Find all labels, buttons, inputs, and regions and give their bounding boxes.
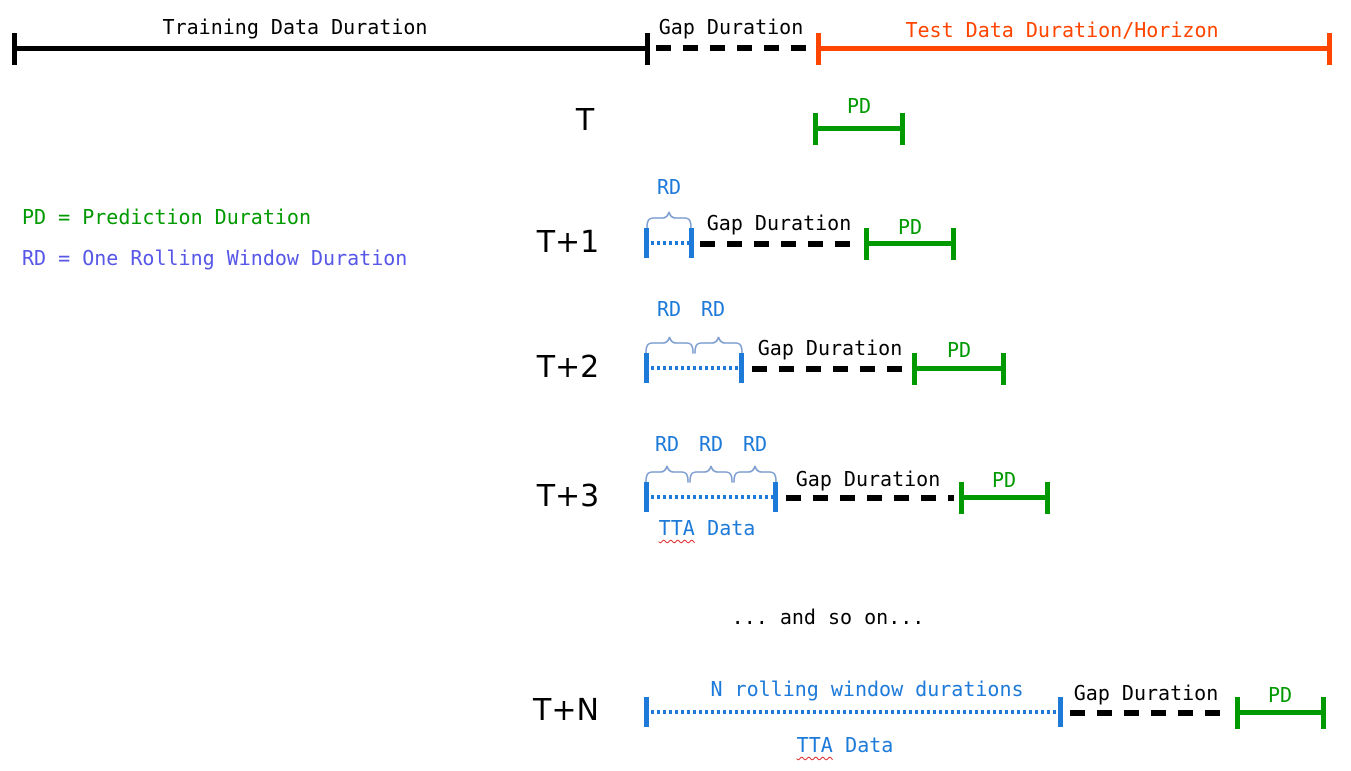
gap-duration-label: Gap Duration bbox=[1073, 681, 1219, 705]
rolling-window-bar bbox=[644, 353, 744, 383]
data-word: Data bbox=[845, 733, 894, 757]
top-gap-duration-dashes bbox=[656, 45, 812, 51]
legend-pd: PD = Prediction Duration bbox=[22, 205, 311, 229]
and-so-on-label: ... and so on... bbox=[731, 605, 925, 629]
test-duration-line bbox=[816, 32, 1332, 65]
rolling-window-bar bbox=[644, 482, 778, 512]
curly-brace-up-icon bbox=[733, 465, 777, 483]
rd-label: RD bbox=[654, 432, 680, 456]
curly-brace-up-icon bbox=[694, 336, 743, 354]
curly-brace-up-icon bbox=[646, 211, 692, 229]
pd-label: PD bbox=[897, 215, 923, 239]
row-label-tn: T+N bbox=[533, 693, 599, 728]
tta-word: TTA bbox=[658, 516, 695, 540]
curly-brace-up-icon bbox=[645, 465, 689, 483]
pd-bar bbox=[864, 227, 956, 260]
pd-bar bbox=[1235, 696, 1326, 729]
row-label-t1: T+1 bbox=[536, 225, 600, 260]
tta-data-label: TTA Data bbox=[659, 517, 756, 539]
gap-duration-dashes bbox=[752, 366, 908, 372]
rd-label: RD bbox=[742, 432, 768, 456]
legend-rd: RD = One Rolling Window Duration bbox=[22, 246, 408, 270]
row-label-t: T bbox=[575, 103, 595, 138]
n-rolling-window-durations-label: N rolling window durations bbox=[710, 677, 1024, 701]
rd-label: RD bbox=[656, 175, 682, 199]
rd-label: RD bbox=[698, 432, 724, 456]
row-label-t3: T+3 bbox=[536, 479, 600, 514]
pd-bar bbox=[959, 481, 1050, 514]
gap-duration-label: Gap Duration bbox=[757, 336, 903, 360]
rd-label: RD bbox=[700, 297, 726, 321]
gap-duration-dashes bbox=[786, 495, 954, 501]
gap-duration-dashes bbox=[1070, 710, 1224, 716]
curly-brace-up-icon bbox=[645, 336, 694, 354]
data-word: Data bbox=[707, 516, 756, 540]
pd-bar bbox=[912, 352, 1006, 385]
training-duration-line bbox=[12, 32, 650, 65]
pd-bar bbox=[813, 112, 905, 145]
row-label-t2: T+2 bbox=[536, 350, 600, 385]
top-gap-duration-label: Gap Duration bbox=[658, 15, 804, 39]
curly-brace-up-icon bbox=[689, 465, 733, 483]
tta-word: TTA bbox=[796, 733, 833, 757]
rd-label: RD bbox=[656, 297, 682, 321]
tta-data-label: TTA Data bbox=[797, 734, 894, 756]
gap-duration-label: Gap Duration bbox=[706, 211, 852, 235]
training-duration-label: Training Data Duration bbox=[162, 15, 428, 39]
pd-label: PD bbox=[1267, 683, 1293, 707]
pd-label: PD bbox=[991, 468, 1017, 492]
pd-label: PD bbox=[946, 338, 972, 362]
rolling-window-bar bbox=[644, 228, 694, 258]
gap-duration-dashes bbox=[700, 241, 856, 247]
rolling-window-bar bbox=[644, 697, 1063, 727]
gap-duration-label: Gap Duration bbox=[795, 467, 941, 491]
pd-label: PD bbox=[846, 94, 872, 118]
test-duration-label: Test Data Duration/Horizon bbox=[905, 18, 1219, 42]
